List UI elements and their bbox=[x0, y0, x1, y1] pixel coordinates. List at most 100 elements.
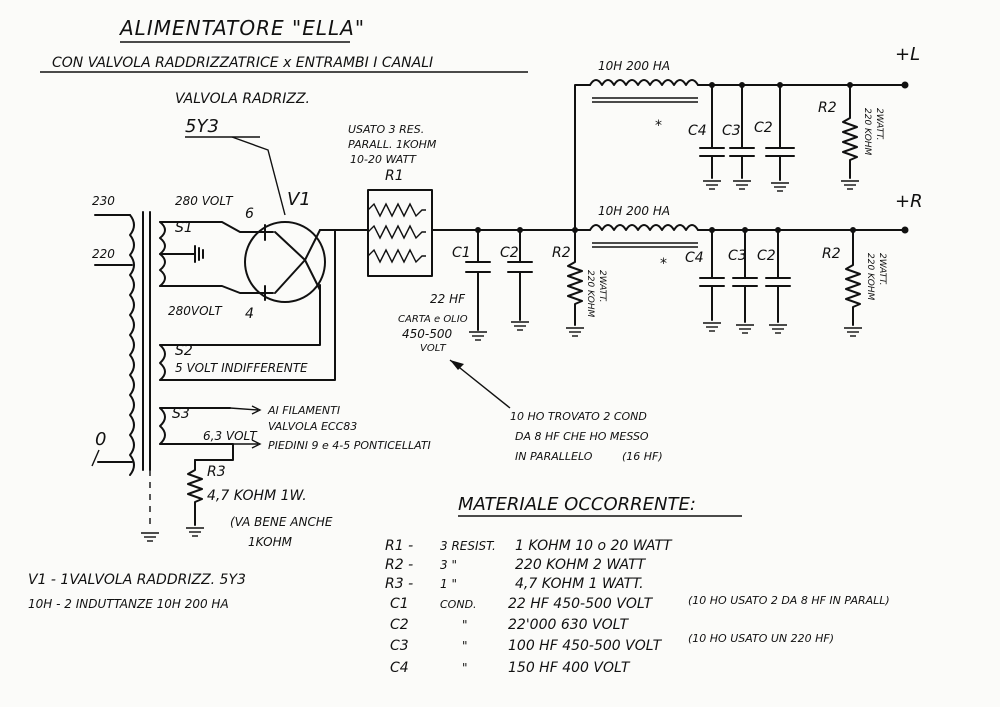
s1-label: S1 bbox=[175, 220, 193, 236]
c3-right bbox=[732, 229, 758, 323]
r3-value: 4,7 KOHM 1W. bbox=[207, 488, 307, 504]
r3-alt-1: (VA BENE ANCHE bbox=[230, 515, 333, 529]
svg-text:C1: C1 bbox=[390, 596, 409, 612]
svg-text:(10 HO USATO UN 220 HF): (10 HO USATO UN 220 HF) bbox=[688, 632, 834, 645]
r2-value-2: 2WATT. bbox=[597, 270, 607, 302]
s2-note: 5 VOLT INDIFFERENTE bbox=[175, 361, 308, 375]
svg-text:22 HF 450-500 VOLT: 22 HF 450-500 VOLT bbox=[508, 596, 654, 612]
c2-right-label: C2 bbox=[757, 248, 776, 264]
svg-text:(10 HO USATO 2 DA 8 HF IN PARA: (10 HO USATO 2 DA 8 HF IN PARALL) bbox=[688, 594, 890, 607]
c1-value: 22 HF bbox=[430, 292, 466, 306]
materials-row: C4 " 150 HF 400 VOLT bbox=[390, 660, 631, 676]
legend-inductors: 10H - 2 INDUTTANZE 10H 200 HA bbox=[28, 597, 229, 611]
svg-text:R1 -: R1 - bbox=[385, 538, 413, 554]
r1-note-3: 10-20 WATT bbox=[350, 153, 417, 166]
r3-label: R3 bbox=[207, 464, 226, 480]
output-right: +R bbox=[895, 191, 923, 212]
r1-label: R1 bbox=[385, 168, 404, 184]
r1-note-1: USATO 3 RES. bbox=[348, 123, 424, 136]
r2-label: R2 bbox=[552, 245, 571, 261]
filament-note-1: AI FILAMENTI bbox=[267, 404, 340, 417]
r3-resistor bbox=[187, 459, 203, 526]
tube-ref: V1 bbox=[287, 189, 311, 210]
materials-row: C1 COND. 22 HF 450-500 VOLT (10 HO USATO… bbox=[390, 594, 890, 612]
materials-row: R2 - 3 " 220 KOHM 2 WATT bbox=[385, 557, 647, 573]
r1-note-2: PARALL. 1KOHM bbox=[348, 138, 437, 151]
pin-4: 4 bbox=[245, 306, 254, 322]
r2-left-label: R2 bbox=[818, 100, 837, 116]
c4-right bbox=[699, 229, 725, 321]
annotation-1: 10 HO TROVATO 2 COND bbox=[510, 410, 647, 423]
filament-note-3: PIEDINI 9 e 4-5 PONTICELLATI bbox=[268, 439, 431, 452]
tube-type: 5Y3 bbox=[185, 116, 219, 137]
primary-leads bbox=[94, 214, 133, 463]
annotation-4: (16 HF) bbox=[622, 450, 663, 463]
r2-right-label: R2 bbox=[822, 246, 841, 262]
svg-text:100 HF 450-500 VOLT: 100 HF 450-500 VOLT bbox=[508, 638, 663, 654]
r1-resistor-bank bbox=[367, 189, 433, 277]
c2-right bbox=[765, 229, 791, 323]
star-left: * bbox=[655, 118, 662, 134]
c2-left-label: C2 bbox=[754, 120, 773, 136]
s2-winding bbox=[159, 344, 166, 381]
r2-left bbox=[842, 84, 858, 179]
s3-winding bbox=[159, 407, 166, 445]
svg-text:3 RESIST.: 3 RESIST. bbox=[440, 539, 496, 553]
svg-text:C4: C4 bbox=[390, 660, 409, 676]
output-left: +L bbox=[895, 44, 920, 65]
tube-pointer bbox=[231, 136, 286, 216]
inductor-left-label: 10H 200 HA bbox=[598, 59, 670, 73]
s3-voltage: 6,3 VOLT bbox=[203, 429, 258, 443]
svg-text:": " bbox=[462, 639, 468, 653]
svg-text:R2 -: R2 - bbox=[385, 557, 413, 573]
primary-winding bbox=[129, 214, 135, 476]
svg-text:220 KOHM 2 WATT: 220 KOHM 2 WATT bbox=[515, 557, 647, 573]
inductor-right bbox=[589, 224, 699, 231]
materials-row: R3 - 1 " 4,7 KOHM 1 WATT. bbox=[385, 576, 644, 592]
materials-row: C2 " 22'000 630 VOLT bbox=[390, 617, 629, 633]
c3-left bbox=[729, 84, 755, 179]
c4-right-label: C4 bbox=[685, 250, 704, 266]
svg-text:150 HF 400 VOLT: 150 HF 400 VOLT bbox=[508, 660, 631, 676]
materials-heading: MATERIALE OCCORRENTE: bbox=[458, 494, 696, 515]
svg-text:R3 -: R3 - bbox=[385, 576, 413, 592]
r2-right-value-2: 2WATT. bbox=[877, 253, 887, 285]
c4-left-label: C4 bbox=[688, 123, 707, 139]
subtitle: CON VALVOLA RADDRIZZATRICE x ENTRAMBI I … bbox=[52, 55, 433, 71]
svg-text:22'000 630 VOLT: 22'000 630 VOLT bbox=[508, 617, 629, 633]
svg-text:1 KOHM 10 o 20 WATT: 1 KOHM 10 o 20 WATT bbox=[515, 538, 673, 554]
svg-text:": " bbox=[462, 661, 468, 675]
c2-left bbox=[765, 84, 795, 181]
s1-voltage-top: 280 VOLT bbox=[175, 194, 234, 208]
tap-0: 0 bbox=[95, 429, 106, 450]
svg-text:3 ": 3 " bbox=[440, 558, 457, 572]
c1-capacitor bbox=[465, 229, 491, 331]
c2-label: C2 bbox=[500, 245, 519, 261]
r2-left-value-1: 220 KOHM bbox=[862, 108, 872, 156]
s1-voltage-bottom: 280VOLT bbox=[168, 304, 223, 318]
legend-v1: V1 - 1VALVOLA RADDRIZZ. 5Y3 bbox=[28, 572, 246, 588]
tap-220: 220 bbox=[92, 247, 115, 261]
c4-left bbox=[699, 84, 725, 179]
c1-voltage-1: 450-500 bbox=[402, 327, 453, 341]
svg-text:": " bbox=[462, 618, 468, 632]
materials-row: C3 " 100 HF 450-500 VOLT (10 HO USATO UN… bbox=[390, 632, 834, 654]
title: ALIMENTATORE "ELLA" bbox=[118, 16, 365, 40]
r2-right-value-1: 220 KOHM bbox=[865, 253, 875, 301]
filament-note-2: VALVOLA ECC83 bbox=[268, 420, 357, 433]
svg-text:4,7 KOHM 1 WATT.: 4,7 KOHM 1 WATT. bbox=[515, 576, 644, 592]
r2-bleeder bbox=[567, 229, 583, 326]
svg-text:1 ": 1 " bbox=[440, 577, 457, 591]
r2-value-1: 220 KOHM bbox=[585, 270, 595, 318]
tube-label: VALVOLA RADRIZZ. bbox=[175, 91, 310, 107]
svg-text:C2: C2 bbox=[390, 617, 409, 633]
inductor-right-label: 10H 200 HA bbox=[598, 204, 670, 218]
materials-row: R1 - 3 RESIST. 1 KOHM 10 o 20 WATT bbox=[385, 538, 673, 554]
pin-6: 6 bbox=[245, 206, 254, 222]
s2-label: S2 bbox=[175, 343, 193, 359]
star-right: * bbox=[660, 256, 667, 272]
c2-capacitor bbox=[507, 229, 533, 321]
c3-left-label: C3 bbox=[722, 123, 741, 139]
tap-230: 230 bbox=[92, 194, 115, 208]
